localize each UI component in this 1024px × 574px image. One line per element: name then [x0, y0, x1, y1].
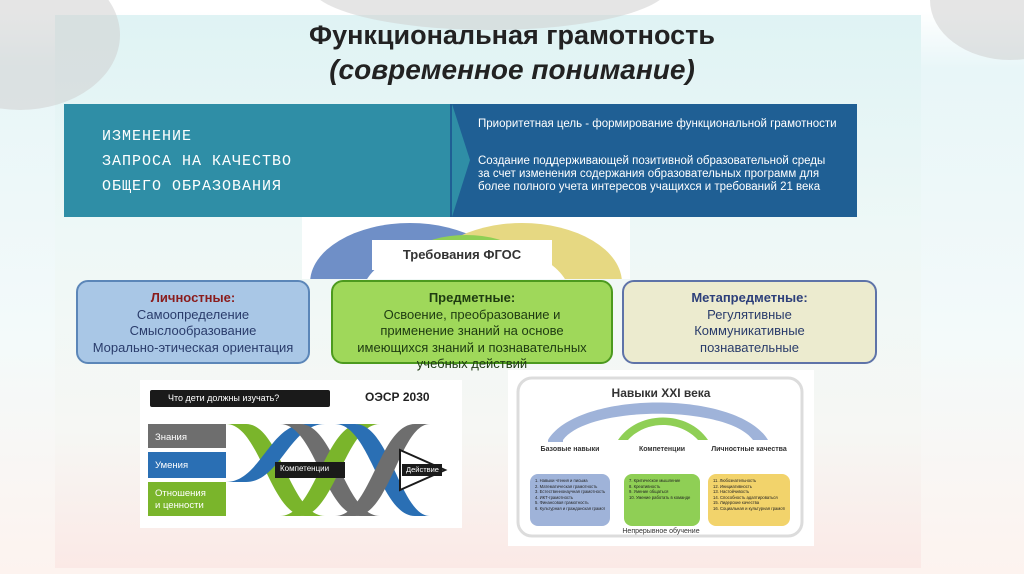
skills-basic-item: 5. Финансовая грамотность — [535, 500, 589, 506]
skills-competence-panel — [624, 474, 700, 526]
weave-strand — [226, 424, 325, 482]
oecd-row-values-2: и ценности — [155, 500, 204, 511]
slide-subtitle: (современное понимание) — [329, 54, 695, 85]
slide-title: Функциональная грамотность — [309, 20, 715, 50]
oecd-row-values-1: Отношения — [155, 488, 206, 499]
oecd-question: Что дети должны изучать? — [150, 390, 330, 407]
skills-col-personal: Личностные качества — [711, 446, 787, 453]
banner-goal-environment: Создание поддерживающей позитивной образ… — [478, 155, 826, 193]
oecd-action: Действие — [406, 465, 439, 474]
banner-goal-priority: Приоритетная цель - формирование функцио… — [478, 118, 837, 130]
skills-personal-item: 13. Настойчивость — [713, 489, 750, 495]
oecd-label: ОЭСР 2030 — [365, 390, 430, 404]
fgos-ribbon: Требования ФГОС — [372, 240, 552, 270]
skills-basic-panel — [530, 474, 610, 526]
weave-strand — [335, 424, 430, 516]
skills-21-image: Навыки XXI века Базовые навыки Компетенц… — [508, 370, 814, 546]
fgos-personal-line: Самоопределение — [136, 306, 250, 322]
skills-competence-item: 8. Креативность — [629, 483, 661, 489]
skills-basic-item: 6. Культурная и гражданская грамотность — [535, 505, 605, 511]
oecd-row-knowledge: Знания — [155, 432, 187, 443]
fgos-personal-box: Личностные: Самоопределение Смыслообразо… — [76, 280, 310, 364]
fgos-personal-heading: Личностные: — [150, 290, 236, 305]
row-knowledge-band — [148, 424, 226, 448]
fgos-personal-line: Смыслообразование — [129, 323, 257, 338]
skills-personal-item: 11. Любознательность — [713, 478, 757, 483]
skills-arc-left — [548, 402, 768, 440]
fgos-subject-box: Предметные: Освоение, преобразование и п… — [331, 280, 613, 371]
oecd-row-skills: Умения — [155, 460, 189, 471]
skills-arc-mid — [618, 417, 708, 440]
skills-arc-graphic — [516, 376, 804, 538]
fgos-meta-heading: Метапредметные: — [691, 290, 808, 305]
banner-request-change: ИЗМЕНЕНИЕ ЗАПРОСА НА КАЧЕСТВО ОБЩЕГО ОБР… — [64, 104, 456, 217]
banner-left-line: ЗАПРОСА НА КАЧЕСТВО — [102, 153, 293, 170]
competencies-bar — [275, 462, 345, 478]
skills-title: Навыки XXI века — [611, 386, 711, 400]
banner-left-line: ОБЩЕГО ОБРАЗОВАНИЯ — [102, 178, 283, 195]
skills-col-competence: Компетенции — [638, 446, 686, 453]
skills-personal-item: 16. Социальная и культурная грамотность — [713, 505, 785, 511]
banner-left-line: ИЗМЕНЕНИЕ — [102, 128, 193, 145]
skills-arc-foot — [548, 440, 563, 442]
skills-col-basic: Базовые навыки — [540, 446, 600, 453]
skills-personal-item: 12. Инициативность — [713, 483, 752, 489]
fgos-subject-line: имеющихся знаний и познавательных — [357, 339, 587, 355]
action-bar — [402, 464, 442, 476]
banner-goals: Приоритетная цель - формирование функцио… — [450, 104, 857, 217]
skills-personal-panel — [708, 474, 790, 526]
fgos-subject-heading: Предметные: — [428, 290, 516, 305]
skills-basic-item: 1. Навыки чтения и письма — [535, 478, 588, 483]
skills-footer: Непрерывное обучение — [622, 528, 700, 535]
row-skills-band — [148, 452, 226, 478]
banner-arrow — [452, 104, 470, 217]
skills-basic-list: 1. Навыки чтения и письма 2. Математичес… — [530, 474, 610, 526]
fgos-meta-box: Метапредметные: Регулятивные Коммуникати… — [622, 280, 877, 364]
skills-frame — [516, 376, 804, 538]
skills-competence-item: 9. Умение общаться — [629, 489, 669, 495]
fgos-personal-line: Морально-этическая ориентация — [92, 339, 294, 355]
skills-personal-list: 11. Любознательность 12. Инициативность … — [708, 474, 790, 526]
skills-competence-item: 10. Умение работать в команде — [629, 494, 691, 500]
oecd-weave-graphic — [148, 424, 448, 516]
skills-basic-item: 3. Естественнонаучная грамотность — [535, 489, 605, 495]
fgos-meta-line: Регулятивные — [707, 306, 792, 322]
skills-personal-item: 14. Способность адаптироваться — [713, 494, 778, 500]
oecd-2030-image: Что дети должны изучать? ОЭСР 2030 Знани… — [140, 380, 462, 528]
skills-competence-list: 7. Критическое мышление 8. Креативность … — [624, 474, 700, 526]
skills-competence-item: 7. Критическое мышление — [629, 478, 681, 483]
oecd-competencies: Компетенции — [280, 464, 330, 473]
row-values-band — [148, 482, 226, 516]
fgos-subject-line: применение знаний на основе — [380, 323, 564, 338]
skills-basic-item: 2. Математическая грамотность — [535, 483, 598, 489]
fgos-meta-line: познавательные — [700, 339, 799, 355]
skills-basic-item: 4. ИКТ-грамотность — [535, 494, 574, 500]
fgos-subject-line: Освоение, преобразование и — [383, 306, 561, 322]
fgos-subject-line: учебных действий — [416, 356, 528, 371]
skills-personal-item: 15. Лидерские качества — [713, 500, 760, 506]
fgos-meta-line: Коммуникативные — [694, 323, 805, 338]
